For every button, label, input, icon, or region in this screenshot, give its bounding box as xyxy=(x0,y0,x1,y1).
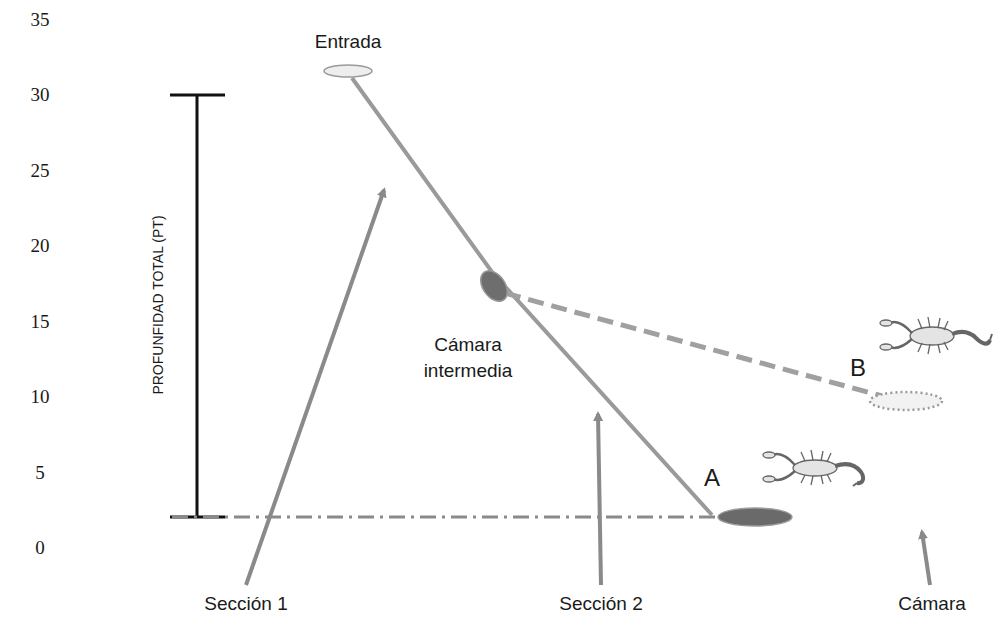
chamber-a xyxy=(718,508,792,526)
axis-tick-label: 0 xyxy=(35,535,45,561)
chamber-letter: A xyxy=(704,462,720,494)
chamber-b xyxy=(870,392,942,410)
chamber-letter: B xyxy=(850,352,866,384)
axis-tick-label: 10 xyxy=(31,384,50,410)
intermediate-chamber xyxy=(475,266,513,306)
depth-reference-line xyxy=(172,516,722,519)
pointer-arrow xyxy=(598,414,601,585)
entrance-opening xyxy=(324,65,372,77)
section-label: Cámara xyxy=(898,591,966,617)
burrow-tunnel xyxy=(352,78,712,515)
axis-tick-label: 15 xyxy=(31,309,50,335)
pointer-arrow xyxy=(246,190,384,585)
axis-tick-label: 35 xyxy=(31,7,50,33)
axis-tick-label: 5 xyxy=(35,460,45,486)
pointer-arrow xyxy=(922,532,930,585)
scorpion-icon xyxy=(763,450,863,486)
burrow-branch xyxy=(505,293,882,396)
section-label: Sección 2 xyxy=(559,591,642,617)
scorpion-icon xyxy=(880,317,992,354)
axis-tick-label: 20 xyxy=(31,233,50,259)
section-label: Sección 1 xyxy=(204,591,287,617)
axis-tick-label: 30 xyxy=(31,82,50,108)
axis-tick-label: 25 xyxy=(31,158,50,184)
chamber-label: Cámara intermedia xyxy=(408,332,528,383)
depth-bracket xyxy=(170,95,225,517)
depth-label: PROFUNFIDAD TOTAL (PT) xyxy=(149,215,168,394)
entrance-label: Entrada xyxy=(315,29,382,55)
